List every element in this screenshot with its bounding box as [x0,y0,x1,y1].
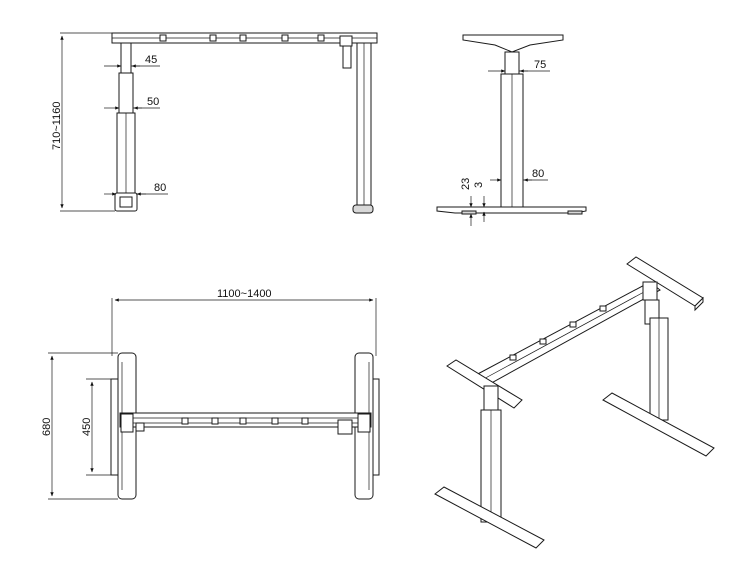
front-dim-45: 45 [145,54,157,66]
top-view: 1100~1400 680 450 [41,288,380,500]
iso-right-foot [602,392,715,457]
iso-motor [642,281,658,301]
front-dim-50: 50 [147,96,159,108]
iso-left-foot [434,486,545,549]
front-view: 710~1160 45 50 80 [51,32,378,214]
side-view: 75 80 23 3 [436,34,587,226]
side-dim-3: 3 [473,182,485,188]
front-motor [339,35,353,47]
side-dim-75: 75 [534,59,546,71]
front-left-upper-column [120,42,132,74]
side-foot [436,206,587,214]
front-left-mid-column [118,72,134,114]
front-height-label: 710~1160 [51,102,63,150]
side-dim-23: 23 [460,178,472,190]
side-top-bracket [462,34,564,53]
top-motor [337,419,353,435]
side-upper-column [504,51,520,75]
top-dim-depth: 680 [41,418,53,436]
front-dim-80: 80 [154,182,166,194]
side-dim-80: 80 [532,168,544,180]
top-dim-width: 1100~1400 [217,288,272,300]
isometric-view [434,256,715,549]
front-right-foot [352,204,374,214]
top-dim-inner: 450 [81,418,93,436]
